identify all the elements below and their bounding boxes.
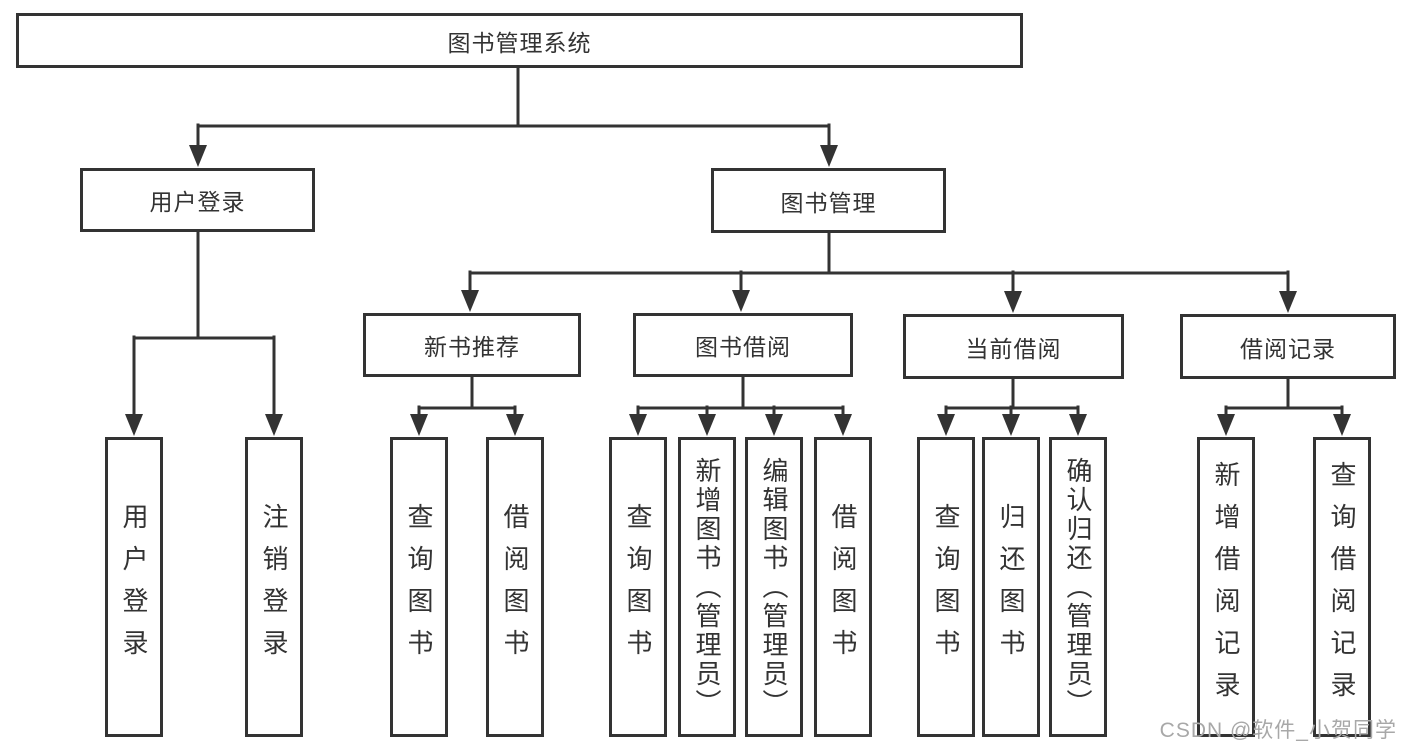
leaf-query-books: 查询图书: [390, 437, 448, 737]
leaf-query-borrow-record: 查询借阅记录: [1313, 437, 1371, 737]
node-book-management: 图书管理: [711, 168, 946, 233]
connector-currentborrow-to-leaves: [944, 377, 1080, 419]
arrow-icon: [1069, 414, 1087, 436]
arrow-icon: [265, 414, 283, 436]
arrow-icon: [820, 145, 838, 167]
leaf-edit-books-admin: 编辑图书（管理员）: [745, 437, 803, 737]
arrow-icon: [1333, 414, 1351, 436]
leaf-add-borrow-record: 新增借阅记录: [1197, 437, 1255, 737]
arrow-icon: [189, 145, 207, 167]
arrow-icon: [1279, 291, 1297, 313]
connector-bookmgmt-to-level3: [468, 231, 1290, 295]
csdn-watermark: CSDN @软件_小贺同学: [1159, 719, 1397, 742]
leaf-borrow-books: 借阅图书: [486, 437, 544, 737]
leaf-label: 注销登录: [259, 503, 289, 671]
leaf-label: 借阅图书: [500, 503, 530, 671]
arrow-icon: [506, 414, 524, 436]
arrow-icon: [1217, 414, 1235, 436]
connector-userlogin-to-leaves: [132, 230, 276, 419]
connector-bookborrow-to-leaves: [636, 375, 845, 419]
leaf-add-books-admin: 新增图书（管理员）: [678, 437, 736, 737]
leaf-query-books: 查询图书: [609, 437, 667, 737]
node-root-library-system: 图书管理系统: [16, 13, 1023, 68]
node-user-login: 用户登录: [80, 168, 315, 232]
connector-newbook-to-leaves: [417, 375, 517, 419]
arrow-icon: [698, 414, 716, 436]
arrow-icon: [732, 290, 750, 312]
leaf-label: 新增借阅记录: [1211, 461, 1241, 713]
leaf-label: 查询借阅记录: [1327, 461, 1357, 713]
leaf-label: 编辑图书（管理员）: [759, 456, 789, 718]
arrow-icon: [834, 414, 852, 436]
leaf-borrow-books: 借阅图书: [814, 437, 872, 737]
leaf-label: 归还图书: [996, 503, 1026, 671]
leaf-logout: 注销登录: [245, 437, 303, 737]
leaf-label: 查询图书: [931, 503, 961, 671]
arrow-icon: [1002, 414, 1020, 436]
leaf-label: 查询图书: [623, 503, 653, 671]
arrow-icon: [765, 414, 783, 436]
node-borrow-records: 借阅记录: [1180, 314, 1396, 379]
leaf-label: 新增图书（管理员）: [692, 456, 722, 718]
arrow-icon: [125, 414, 143, 436]
leaf-user-login: 用户登录: [105, 437, 163, 737]
leaf-label: 借阅图书: [828, 503, 858, 671]
connector-root-to-level2: [196, 66, 831, 150]
node-new-book-recommend: 新书推荐: [363, 313, 581, 377]
arrow-icon: [629, 414, 647, 436]
leaf-label: 确认归还（管理员）: [1063, 456, 1093, 718]
leaf-return-books: 归还图书: [982, 437, 1040, 737]
connector-records-to-leaves: [1224, 377, 1344, 419]
leaf-confirm-return-admin: 确认归还（管理员）: [1049, 437, 1107, 737]
arrow-icon: [1004, 291, 1022, 313]
arrow-icon: [937, 414, 955, 436]
arrow-icon: [461, 290, 479, 312]
leaf-query-books: 查询图书: [917, 437, 975, 737]
leaf-label: 查询图书: [404, 503, 434, 671]
leaf-label: 用户登录: [119, 503, 149, 671]
node-book-borrow: 图书借阅: [633, 313, 853, 377]
node-current-borrow: 当前借阅: [903, 314, 1124, 379]
arrow-icon: [410, 414, 428, 436]
